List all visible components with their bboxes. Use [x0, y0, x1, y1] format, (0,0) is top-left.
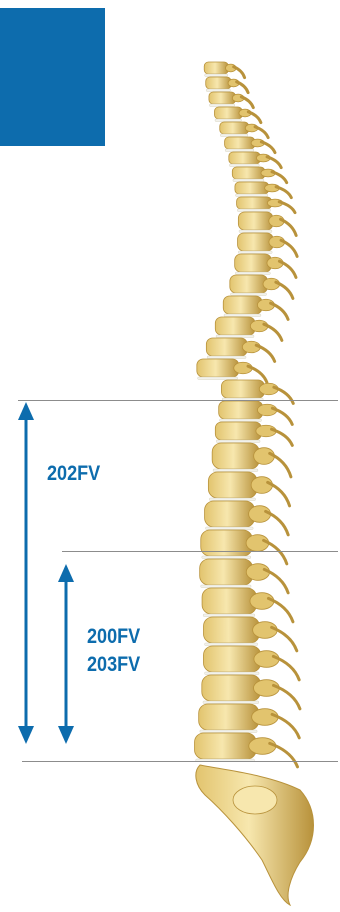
- vertebra: [219, 401, 293, 424]
- vertebra: [204, 62, 244, 78]
- vertebra: [206, 338, 274, 361]
- vertebra: [215, 422, 292, 445]
- vertebra: [237, 197, 295, 213]
- lower-range-arrow-icon: [55, 562, 77, 746]
- lower-range-label-2: 203FV: [87, 652, 140, 678]
- vertebra: [229, 152, 281, 168]
- sacrum-lobe: [233, 786, 277, 814]
- upper-range-arrow-icon: [15, 400, 37, 746]
- vertebra: [225, 137, 275, 153]
- guide-line-bottom: [22, 761, 338, 762]
- vertebra: [220, 122, 268, 138]
- vertebra: [235, 182, 291, 198]
- upper-range-label: 202FV: [47, 461, 100, 487]
- vertebra: [197, 359, 267, 382]
- vertebra: [215, 317, 282, 340]
- vertebra: [209, 92, 253, 108]
- vertebra: [206, 77, 248, 93]
- lower-range-label-1: 200FV: [87, 624, 140, 650]
- vertebra: [230, 275, 293, 298]
- vertebra: [214, 107, 260, 123]
- vertebra: [232, 167, 286, 183]
- guide-line-top: [18, 400, 338, 401]
- vertebra: [235, 254, 296, 277]
- vertebra: [238, 233, 298, 256]
- vertebra: [238, 212, 296, 235]
- vertebra: [223, 296, 288, 319]
- guide-line-middle: [62, 551, 338, 552]
